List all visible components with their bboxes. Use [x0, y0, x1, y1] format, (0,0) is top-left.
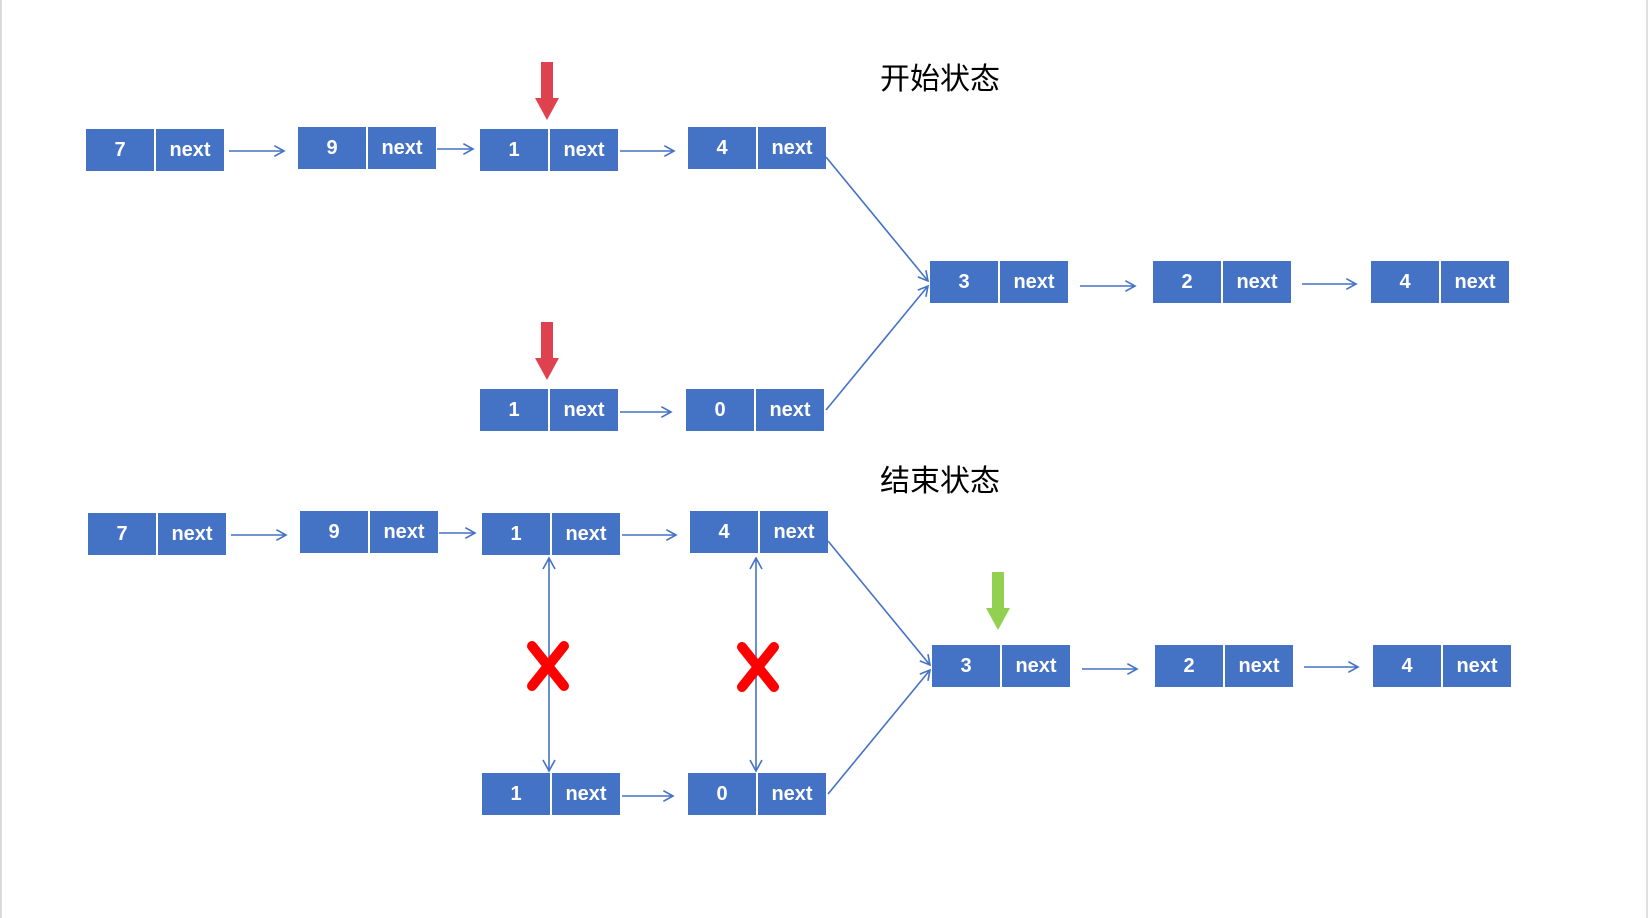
start-link-s2-head — [1345, 278, 1358, 290]
end-link-b1-head — [662, 790, 675, 802]
start-link-a1-head — [273, 145, 286, 157]
start-list-a-node-3-value: 1 — [480, 129, 548, 171]
start-pointer-b-red-arrow-icon-tip — [535, 358, 559, 380]
start-list-a-node-2-value: 9 — [298, 127, 366, 169]
end-shared-node-1-value: 3 — [932, 645, 1000, 687]
end-shared-node-1-next-field: next — [1002, 645, 1070, 687]
start-list-a-node-3-next-field: next — [550, 129, 618, 171]
start-shared-node-3-value: 4 — [1371, 261, 1439, 303]
end-broken-link-2-cross-icon-b — [737, 642, 779, 692]
start-pointer-b-red-arrow-icon — [541, 322, 553, 360]
end-link-a4-merge — [827, 540, 931, 666]
end-compare-link-2-head-up — [749, 556, 763, 570]
end-list-a-node-2-value: 9 — [300, 511, 368, 553]
start-list-b-node-1-value: 1 — [480, 389, 548, 431]
end-compare-link-2-head-down — [749, 759, 763, 773]
start-link-b1-head — [660, 406, 673, 418]
end-link-a3-head — [665, 529, 678, 541]
end-shared-node-2-value: 2 — [1155, 645, 1223, 687]
end-link-s1-head — [1126, 663, 1139, 675]
start-pointer-a-red-arrow-icon-tip — [535, 98, 559, 120]
end-shared-node-3-value: 4 — [1373, 645, 1441, 687]
start-link-s1-head — [1124, 280, 1137, 292]
start-list-b-node-2-value: 0 — [686, 389, 754, 431]
end-link-a2-head — [464, 527, 477, 539]
end-list-a-node-2-next-field: next — [370, 511, 438, 553]
start-list-b-node-1-next-field: next — [550, 389, 618, 431]
end-list-a-node-3-next-field: next — [552, 513, 620, 555]
start-list-a-node-1-value: 7 — [86, 129, 154, 171]
end-list-b-node-2-value: 0 — [688, 773, 756, 815]
start-pointer-a-red-arrow-icon — [541, 62, 553, 100]
start-link-b2-merge — [825, 285, 929, 411]
end-state-title: 结束状态 — [880, 464, 1000, 499]
end-link-b2-merge — [827, 669, 931, 795]
start-state-title: 开始状态 — [880, 62, 1000, 97]
end-pointer-green-arrow-icon — [992, 572, 1004, 610]
start-link-a3-head — [663, 145, 676, 157]
start-link-a4-merge-head — [917, 270, 930, 283]
end-list-b-node-2-next-field: next — [758, 773, 826, 815]
end-list-a-node-3-value: 1 — [482, 513, 550, 555]
end-list-a-node-1-value: 7 — [88, 513, 156, 555]
end-broken-link-1-cross-icon-b — [527, 641, 569, 691]
start-link-a2-head — [462, 143, 475, 155]
start-list-a-node-4-next-field: next — [758, 127, 826, 169]
end-pointer-green-arrow-icon-tip — [986, 608, 1010, 630]
page-left-border — [0, 0, 2, 918]
end-shared-node-3-next-field: next — [1443, 645, 1511, 687]
end-list-a-node-1-next-field: next — [158, 513, 226, 555]
start-link-a4-merge — [825, 156, 929, 282]
start-list-a-node-4-value: 4 — [688, 127, 756, 169]
start-shared-node-2-next-field: next — [1223, 261, 1291, 303]
start-shared-node-1-value: 3 — [930, 261, 998, 303]
end-compare-link-1-head-down — [542, 759, 556, 773]
page-right-border — [1646, 0, 1648, 918]
end-link-a4-merge-head — [919, 654, 932, 667]
start-shared-node-2-value: 2 — [1153, 261, 1221, 303]
end-link-a1-head — [275, 529, 288, 541]
end-list-b-node-1-next-field: next — [552, 773, 620, 815]
start-shared-node-3-next-field: next — [1441, 261, 1509, 303]
end-list-a-node-4-value: 4 — [690, 511, 758, 553]
start-list-a-node-2-next-field: next — [368, 127, 436, 169]
end-link-s2-head — [1347, 661, 1360, 673]
start-list-b-node-2-next-field: next — [756, 389, 824, 431]
end-shared-node-2-next-field: next — [1225, 645, 1293, 687]
end-compare-link-1-head-up — [542, 556, 556, 570]
end-link-b2-merge-head — [919, 668, 932, 681]
start-list-a-node-1-next-field: next — [156, 129, 224, 171]
end-list-b-node-1-value: 1 — [482, 773, 550, 815]
end-list-a-node-4-next-field: next — [760, 511, 828, 553]
start-link-b2-merge-head — [917, 284, 930, 297]
start-shared-node-1-next-field: next — [1000, 261, 1068, 303]
